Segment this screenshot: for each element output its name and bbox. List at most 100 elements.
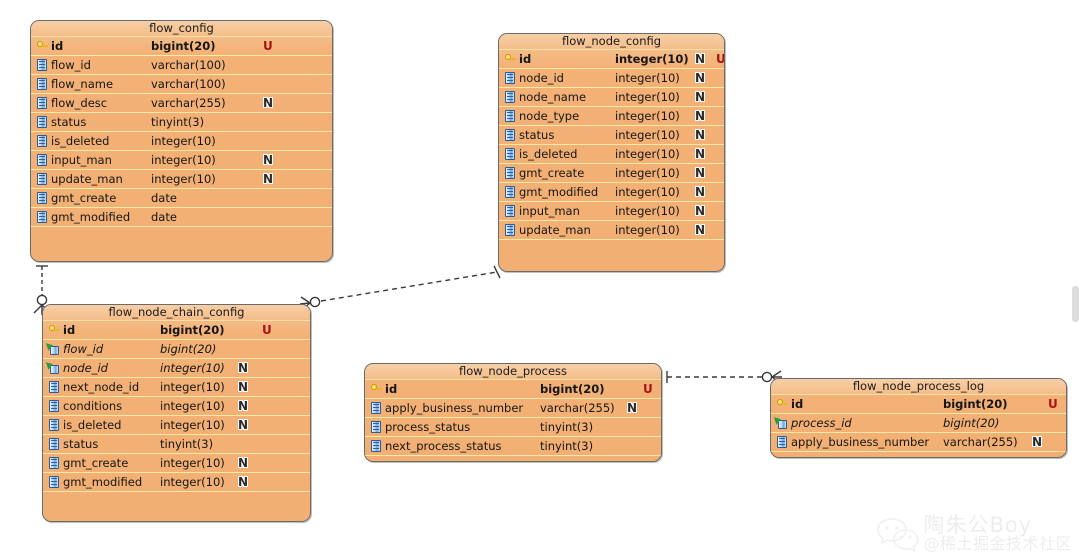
- nullable-flag: N: [627, 401, 638, 415]
- entity-title: flow_node_chain_config: [43, 305, 310, 321]
- unique-flag: U: [1048, 397, 1058, 411]
- primary-key-icon: [368, 382, 385, 396]
- column-icon: [46, 437, 63, 451]
- column-name: update_man: [519, 223, 591, 237]
- column-icon: [368, 439, 385, 453]
- column-icon: [34, 210, 51, 224]
- column-name: flow_desc: [51, 96, 108, 110]
- column-name: input_man: [51, 153, 112, 167]
- column-name: gmt_modified: [51, 210, 131, 224]
- unique-flag: U: [263, 39, 273, 53]
- column-type: integer(10): [615, 147, 680, 161]
- column-icon: [34, 58, 51, 72]
- column-name: gmt_create: [63, 456, 129, 470]
- column-icon: [368, 401, 385, 415]
- nullable-flag: N: [695, 223, 706, 237]
- nullable-flag: N: [695, 166, 706, 180]
- column-type: integer(10): [160, 456, 225, 470]
- column-type: integer(10): [151, 172, 216, 186]
- watermark: 陶朱公Boy @稀土掘金技术社区: [875, 513, 1072, 553]
- column-type: varchar(100): [151, 77, 226, 91]
- nullable-flag: N: [695, 109, 706, 123]
- nullable-flag: N: [695, 185, 706, 199]
- relationship-flow_node_config-flow_node_chain_config: [299, 265, 501, 311]
- nullable-flag: N: [238, 380, 249, 394]
- entity-title: flow_config: [31, 21, 332, 37]
- column-row[interactable]: next_node_id integer(10) N: [43, 378, 310, 397]
- column-icon: [46, 418, 63, 432]
- entity-title: flow_node_process_log: [771, 379, 1066, 395]
- unique-flag: U: [716, 52, 725, 66]
- column-name: process_id: [791, 416, 852, 430]
- column-icon: [502, 128, 519, 142]
- column-row[interactable]: update_man integer(10) N: [499, 221, 724, 240]
- column-type: integer(10): [615, 52, 689, 66]
- column-type: tinyint(3): [160, 437, 214, 451]
- unique-flag: U: [262, 323, 272, 337]
- primary-key-icon: [774, 397, 791, 411]
- column-name: node_id: [519, 71, 564, 85]
- column-icon: [502, 223, 519, 237]
- column-type: integer(10): [160, 399, 225, 413]
- column-type: varchar(255): [540, 401, 615, 415]
- column-name: flow_name: [51, 77, 114, 91]
- column-type: integer(10): [615, 109, 680, 123]
- vertical-scrollbar[interactable]: [1072, 286, 1079, 322]
- column-row[interactable]: flow_name varchar(100): [31, 75, 332, 94]
- column-name: next_node_id: [63, 380, 140, 394]
- column-name: flow_id: [51, 58, 91, 72]
- entity-title: flow_node_process: [365, 364, 661, 380]
- column-name: id: [63, 323, 76, 337]
- column-name: update_man: [51, 172, 123, 186]
- column-type: integer(10): [160, 380, 225, 394]
- column-name: flow_id: [63, 342, 104, 356]
- column-name: is_deleted: [63, 418, 122, 432]
- column-icon: [502, 109, 519, 123]
- column-icon: [502, 204, 519, 218]
- column-name: next_process_status: [385, 439, 502, 453]
- nullable-flag: N: [695, 128, 706, 142]
- wechat-icon: [875, 513, 921, 553]
- nullable-flag: N: [238, 475, 249, 489]
- column-icon: [502, 166, 519, 180]
- column-type: integer(10): [615, 223, 680, 237]
